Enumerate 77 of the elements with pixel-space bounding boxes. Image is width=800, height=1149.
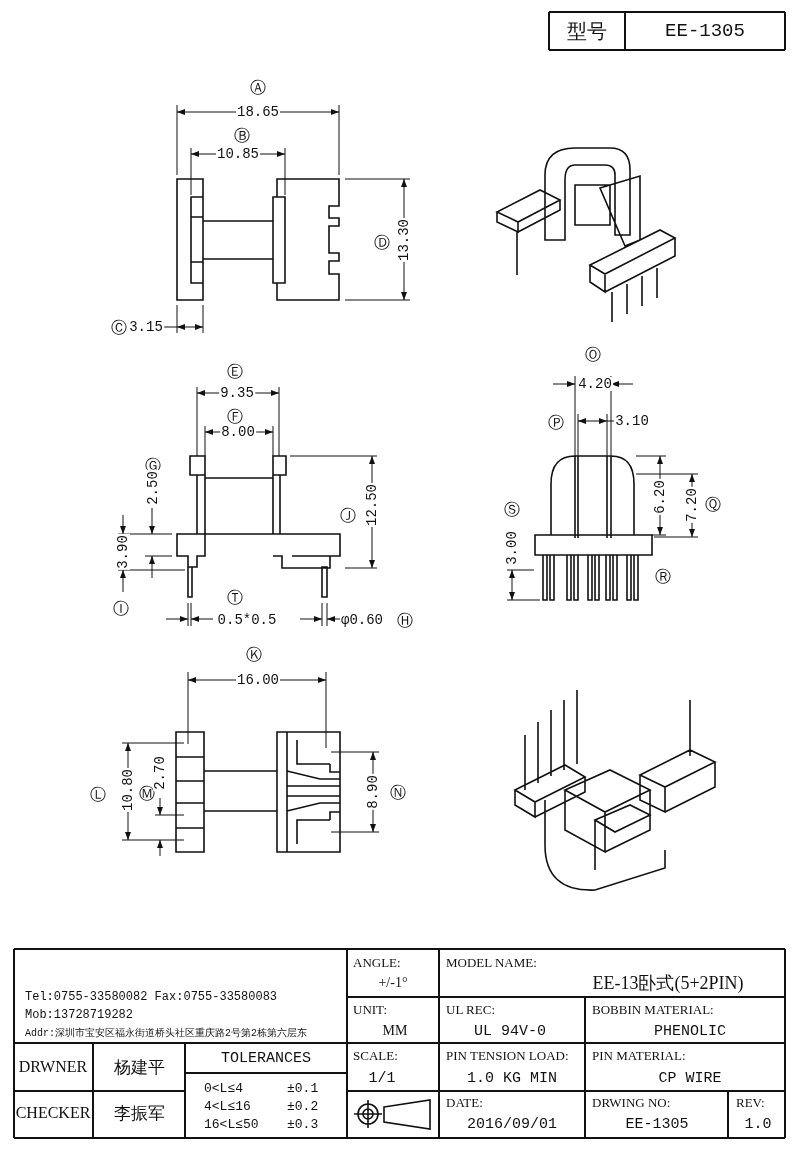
callout-letter: Ⓓ — [373, 235, 391, 251]
callout-letter: Ⓡ — [654, 569, 672, 585]
title-block-text: EE-13卧式(5+2PIN) — [591, 974, 745, 992]
title-block-text: PIN TENSION LOAD: — [445, 1048, 570, 1062]
callout-letter: Ⓟ — [547, 415, 565, 431]
title-block-text: Tel:0755-33580082 Fax:0755-33580083 — [24, 991, 279, 1003]
callout-letter: Ⓒ — [110, 320, 128, 336]
callout-letter: Ⓗ — [396, 613, 414, 629]
callout-letter: Ⓝ — [389, 785, 407, 801]
dimension-value: 18.65 — [236, 105, 280, 119]
callout-letter: Ⓕ — [226, 409, 244, 425]
dimension-value: 16.00 — [236, 673, 280, 687]
title-block-text: 杨建平 — [112, 1058, 166, 1076]
title-block-text: UL REC: — [445, 1002, 496, 1016]
title-block-text: +/-1° — [377, 976, 409, 990]
dimension-value: 3.90 — [116, 534, 130, 570]
callout-letter: Ⓘ — [112, 601, 130, 617]
dimension-value: 8.00 — [220, 425, 256, 439]
title-block-text: DRWNER — [17, 1059, 89, 1075]
callout-letter: Ⓢ — [503, 502, 521, 518]
title-block-text: UL 94V-0 — [473, 1023, 547, 1039]
title-block-text: 16<L≤50 — [203, 1117, 260, 1131]
title-block-text: DATE: — [445, 1095, 484, 1109]
dimension-value: φ0.60 — [340, 613, 384, 627]
callout-letter: Ⓞ — [584, 347, 602, 363]
callout-letter: Ⓠ — [704, 497, 722, 513]
title-block-text: CHECKER — [14, 1105, 92, 1121]
title-block-text: SCALE: — [352, 1048, 399, 1062]
title-block-text: ±0.3 — [286, 1117, 320, 1131]
callout-letter: Ⓙ — [339, 508, 357, 524]
dimension-value: 3.10 — [614, 414, 650, 428]
title-block-text: 0<L≤4 — [203, 1081, 244, 1095]
title-block-text: ANGLE: — [352, 955, 402, 969]
callout-letter: Ⓣ — [226, 590, 244, 606]
title-block-text: Addr:深圳市宝安区福永街道桥头社区重庆路2号第2栋第六层东 — [24, 1029, 308, 1039]
title-block-text: DRWING NO: — [591, 1095, 672, 1109]
callout-letter: Ⓜ — [138, 786, 155, 802]
title-block-text: 1.0 KG MIN — [466, 1070, 558, 1086]
callout-letter: Ⓚ — [245, 647, 263, 663]
title-block-text: CP WIRE — [657, 1070, 723, 1086]
title-block-text: 2016/09/01 — [466, 1116, 558, 1132]
title-block-text: ±0.1 — [286, 1081, 320, 1095]
dimension-value: 13.30 — [397, 218, 411, 262]
callout-letter: Ⓑ — [233, 128, 251, 144]
dimension-value: 10.80 — [121, 768, 135, 812]
title-block-text: EE-1305 — [624, 1116, 690, 1132]
dimension-value: 9.35 — [219, 386, 255, 400]
dimension-value: 4.20 — [577, 377, 613, 391]
title-block-text: PIN MATERIAL: — [591, 1048, 687, 1062]
dimension-value: 12.50 — [365, 483, 379, 527]
header-text: EE-1305 — [664, 21, 746, 41]
callout-letter: Ⓐ — [249, 80, 267, 96]
dimension-value: 3.15 — [128, 320, 164, 334]
title-block-text: PHENOLIC — [653, 1023, 727, 1039]
dimension-value: 2.50 — [146, 470, 160, 506]
title-block-text: MM — [381, 1024, 409, 1038]
title-block-text: ±0.2 — [286, 1099, 320, 1113]
dimension-value: 0.5*0.5 — [216, 613, 278, 627]
title-block-text: 1.0 — [743, 1116, 773, 1132]
dimension-value: 10.85 — [216, 147, 260, 161]
header-text: 型号 — [566, 21, 608, 41]
dimension-value: 8.90 — [366, 774, 380, 810]
dimension-value: 6.20 — [653, 479, 667, 515]
callout-letter: Ⓛ — [89, 787, 107, 803]
title-block-text: REV: — [735, 1095, 766, 1109]
title-block-text: BOBBIN MATERIAL: — [591, 1002, 715, 1016]
title-block-text: UNIT: — [352, 1002, 388, 1016]
title-block-text: TOLERANCES — [220, 1050, 312, 1066]
title-block-text: 1/1 — [367, 1070, 397, 1086]
callout-letter: Ⓔ — [226, 364, 244, 380]
dimension-value: 3.00 — [505, 530, 519, 566]
dimension-value: 2.70 — [153, 755, 167, 791]
title-block-text: MODEL NAME: — [445, 955, 538, 969]
title-block-text: Mob:13728719282 — [24, 1009, 135, 1021]
title-block-text: 4<L≤16 — [203, 1099, 252, 1113]
title-block-text: 李振军 — [112, 1104, 166, 1122]
dimension-value: 7.20 — [685, 487, 699, 523]
